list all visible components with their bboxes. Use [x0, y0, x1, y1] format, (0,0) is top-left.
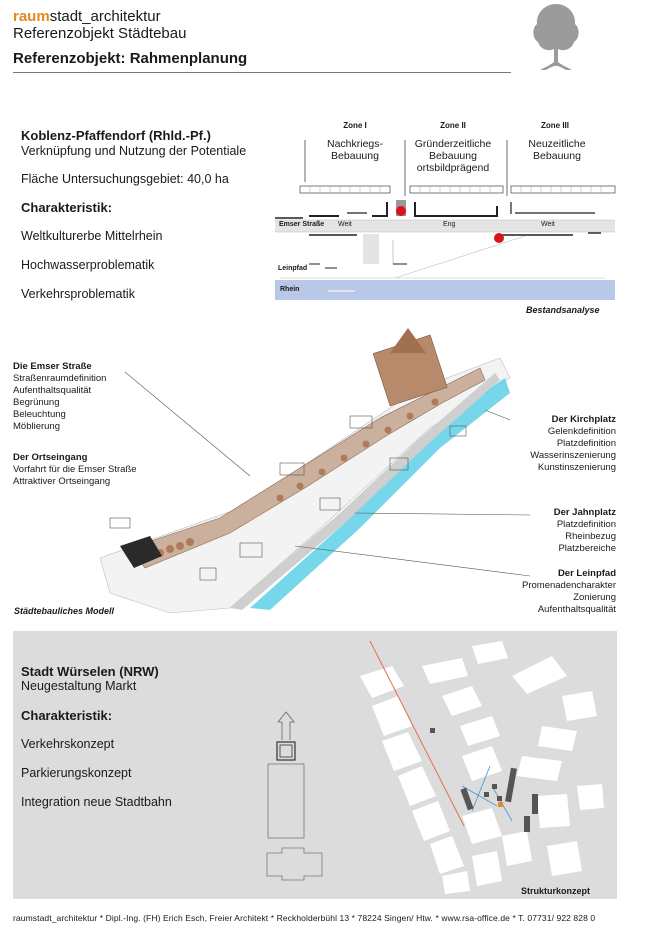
urban-model-image — [99, 328, 530, 614]
street-width-label: Weit — [541, 221, 555, 228]
river-label: Rhein — [280, 286, 300, 293]
street-label: Emser Straße — [279, 221, 325, 228]
project1-item: Hochwasserproblematik — [21, 258, 155, 272]
brand-rest: stadt_architektur — [49, 8, 161, 25]
strukturkonzept-map — [360, 640, 604, 894]
analysis-caption: Bestandsanalyse — [526, 305, 600, 315]
zone-text: Nachkriegs-Bebauung — [326, 138, 384, 162]
model-label-heading: Der Leinpfad — [557, 568, 616, 579]
model-caption: Städtebauliches Modell — [14, 606, 115, 616]
project1-item: Verkehrsproblematik — [21, 287, 135, 301]
brand-highlight: raum — [13, 8, 50, 25]
project1-area: Fläche Untersuchungsgebiet: 40,0 ha — [21, 172, 229, 186]
bestandsanalyse-diagram — [275, 140, 616, 300]
model-label-heading: Der Jahnplatz — [553, 507, 616, 518]
zone-label: Zone I — [343, 121, 367, 130]
zone-label: Zone III — [541, 121, 569, 130]
project2-title: Stadt Würselen (NRW) — [21, 664, 159, 679]
footer-contact: raumstadt_architektur * Dipl.-Ing. (FH) … — [13, 913, 596, 923]
project2-item: Verkehrskonzept — [21, 737, 115, 751]
project1-char-heading: Charakteristik: — [21, 200, 113, 215]
header-rule — [13, 72, 511, 73]
street-width-label: Weit — [338, 221, 352, 228]
project1-item: Weltkulturerbe Mittelrhein — [21, 229, 163, 243]
project2-caption: Strukturkonzept — [521, 886, 591, 896]
project2-char-heading: Charakteristik: — [21, 708, 113, 723]
page-title: Referenzobjekt: Rahmenplanung — [13, 50, 248, 67]
model-label-heading: Der Kirchplatz — [551, 414, 616, 425]
project2-item: Integration neue Stadtbahn — [21, 795, 172, 809]
leinpfad-label: Leinpfad — [278, 265, 308, 272]
tree-icon — [533, 4, 579, 70]
zone-label: Zone II — [440, 121, 466, 130]
model-label-heading: Der Ortseingang — [13, 452, 88, 463]
street-width-label: Eng — [443, 221, 456, 228]
project1-title: Koblenz-Pfaffendorf (Rhld.-Pf.) — [21, 128, 211, 143]
brand-name: raumstadt_architektur — [13, 8, 161, 25]
pictogram-diagram — [266, 711, 323, 881]
header-subtitle: Referenzobjekt Städtebau — [13, 25, 187, 42]
project2-subtitle: Neugestaltung Markt — [21, 679, 137, 693]
project1-subtitle: Verknüpfung und Nutzung der Potentiale — [21, 144, 247, 158]
model-label-heading: Die Emser Straße — [13, 361, 92, 372]
project2-item: Parkierungskonzept — [21, 766, 132, 780]
